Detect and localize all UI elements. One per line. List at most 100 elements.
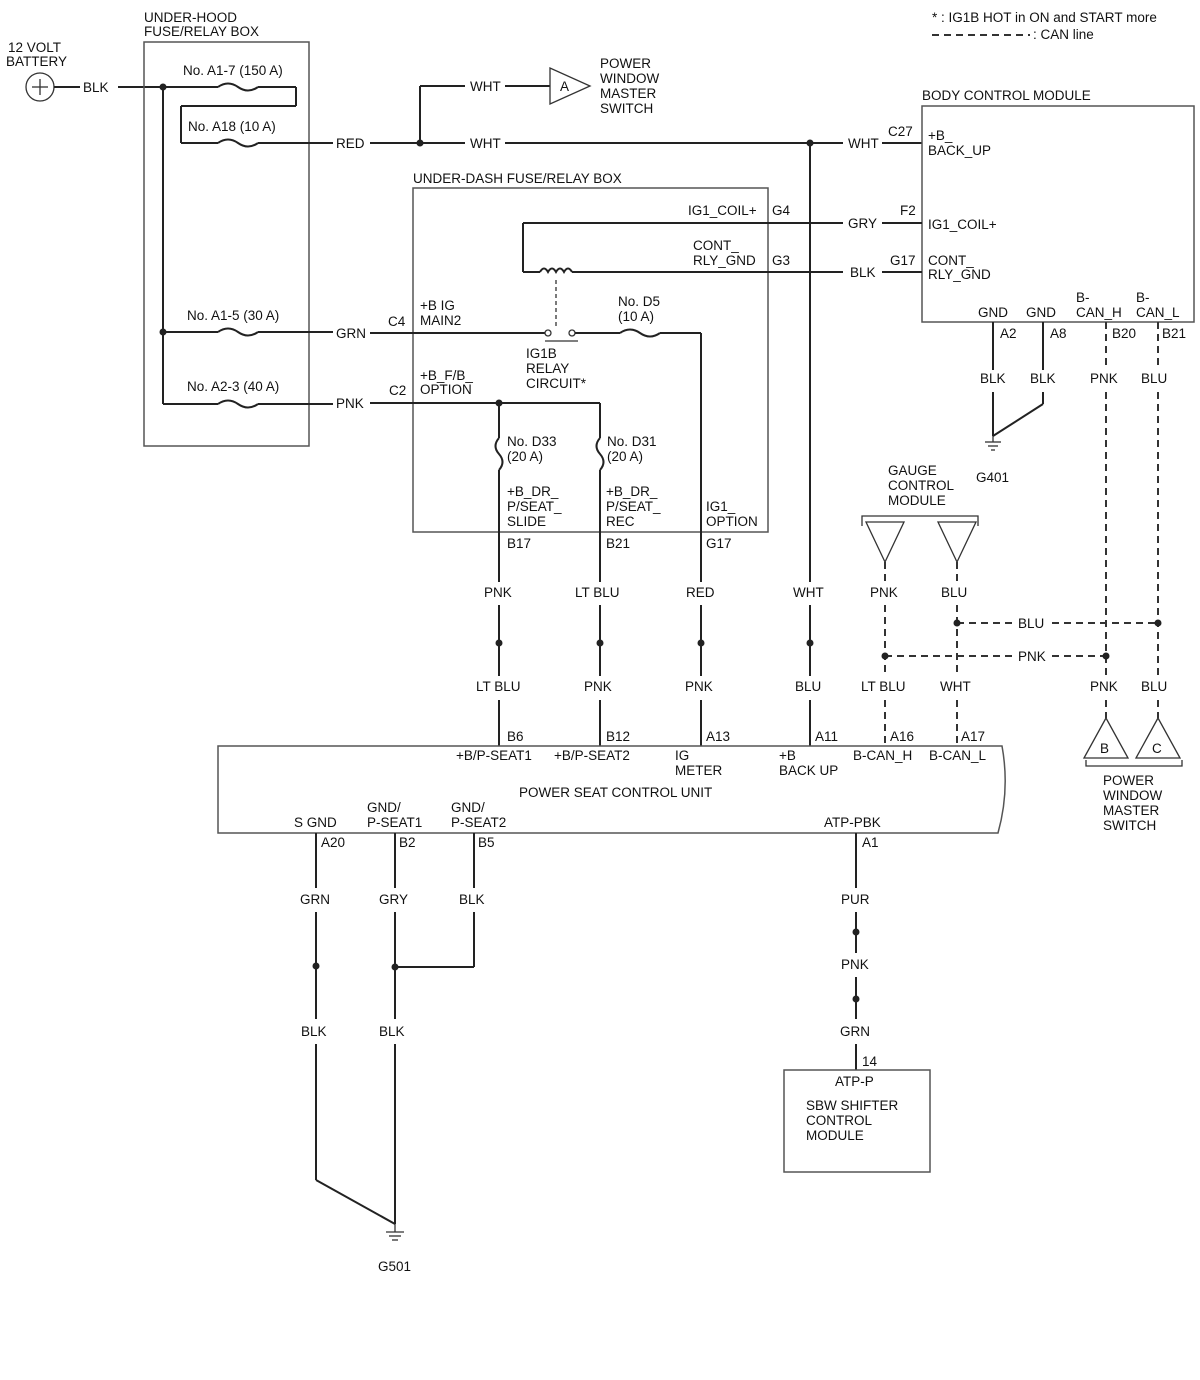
ground-g501-label: G501 bbox=[378, 1259, 411, 1274]
underhood-internal-wiring bbox=[159, 83, 333, 405]
gauge-bracket bbox=[861, 515, 979, 526]
pwms-right-label-1: POWER bbox=[1103, 773, 1154, 788]
fuse-a1-7-symbol bbox=[217, 82, 259, 92]
pscu-pin-b12: B12 bbox=[606, 729, 630, 744]
ground-g401-symbol bbox=[985, 436, 1001, 451]
pwms-connector-b bbox=[1082, 716, 1130, 759]
sbw-pin-14: 14 bbox=[862, 1054, 878, 1069]
pwms-right-label-4: SWITCH bbox=[1103, 818, 1156, 833]
underdash-pin-c2: C2 bbox=[389, 383, 406, 398]
wire-label-ltblu-3: LT BLU bbox=[861, 679, 906, 694]
sbw-label-1: SBW SHIFTER bbox=[806, 1098, 899, 1113]
can-mid-segments bbox=[881, 605, 1162, 676]
wire-label-blk-1: BLK bbox=[301, 1024, 327, 1039]
pwms-connector-a bbox=[549, 66, 592, 106]
mid-wire-segments bbox=[495, 605, 814, 676]
bcm-bcan-h-2: CAN_H bbox=[1076, 305, 1122, 320]
wire-label-blu-can: BLU bbox=[1018, 616, 1044, 631]
wire-label-grn-atp: GRN bbox=[840, 1024, 870, 1039]
splice-b2-b5 bbox=[391, 963, 399, 971]
underhood-title-2: FUSE/RELAY BOX bbox=[144, 24, 259, 39]
fuse-d31-label-2: (20 A) bbox=[607, 449, 643, 464]
pscu-term-sgnd: S GND bbox=[294, 815, 337, 830]
relay-coil-symbol bbox=[539, 267, 573, 275]
wire-label-pnk-can: PNK bbox=[1018, 649, 1046, 664]
ground-g501-symbol bbox=[386, 1224, 404, 1241]
pscu-pin-a17: A17 bbox=[961, 729, 985, 744]
underdash-cont-1: CONT_ bbox=[693, 238, 739, 253]
bcm-pin-f2: F2 bbox=[900, 203, 916, 218]
fuse-d5-symbol bbox=[619, 328, 661, 338]
wire-label-blu-2: BLU bbox=[795, 679, 821, 694]
wire-label-blk-a8: BLK bbox=[1030, 371, 1056, 386]
pwms-right-label-3: MASTER bbox=[1103, 803, 1160, 818]
bcm-pin-b21: B21 bbox=[1162, 326, 1186, 341]
underdash-pin-c4: C4 bbox=[388, 314, 406, 329]
pwms-right-bracket bbox=[1085, 760, 1183, 767]
wire-label-wht-pwms: WHT bbox=[470, 79, 501, 94]
wire-label-blk-2: BLK bbox=[379, 1024, 405, 1039]
fuse-a2-3-label: No. A2-3 (40 A) bbox=[187, 379, 279, 394]
wire-label-blk-bcm: BLK bbox=[850, 265, 876, 280]
wire-label-wht-2: WHT bbox=[940, 679, 971, 694]
underdash-pin-g17: G17 bbox=[706, 536, 732, 551]
sbw-term-atp-p: ATP-P bbox=[835, 1074, 874, 1089]
pscu-term-gnd2-2: P-SEAT2 bbox=[451, 815, 506, 830]
wire-label-pnk-1: PNK bbox=[484, 585, 512, 600]
battery-label-1: 12 VOLT bbox=[8, 40, 61, 55]
fuse-d5-label-1: No. D5 bbox=[618, 294, 660, 309]
wire-label-pnk-b20: PNK bbox=[1090, 371, 1118, 386]
pwms-connector-c-label: C bbox=[1152, 741, 1162, 756]
underdash-rec-3: REC bbox=[606, 514, 635, 529]
underdash-bigmain-2: MAIN2 bbox=[420, 313, 461, 328]
fuse-d31-symbol bbox=[595, 437, 605, 471]
wire-label-red-a18: RED bbox=[336, 136, 365, 151]
pscu-term-canh: B-CAN_H bbox=[853, 748, 912, 763]
pwms-top-label-3: MASTER bbox=[600, 86, 657, 101]
wire-label-pur: PUR bbox=[841, 892, 870, 907]
wire-label-blu-b21: BLU bbox=[1141, 371, 1167, 386]
wire-label-wht-bcm: WHT bbox=[848, 136, 879, 151]
underdash-pin-g3: G3 bbox=[772, 253, 790, 268]
sbw-label-2: CONTROL bbox=[806, 1113, 872, 1128]
wire-label-wht-mid: WHT bbox=[470, 136, 501, 151]
fuse-d33-symbol bbox=[494, 437, 504, 471]
legend-note: * : IG1B HOT in ON and START more bbox=[932, 10, 1157, 25]
pscu-title: POWER SEAT CONTROL UNIT bbox=[519, 785, 712, 800]
bcm-term-backup-2: BACK_UP bbox=[928, 143, 991, 158]
pwms-right-label-2: WINDOW bbox=[1103, 788, 1162, 803]
underdash-rec-2: P/SEAT_ bbox=[606, 499, 661, 514]
pscu-term-pseat1: +B/P-SEAT1 bbox=[456, 748, 532, 763]
wire-label-pnk-2: PNK bbox=[584, 679, 612, 694]
wire-label-red-1: RED bbox=[686, 585, 715, 600]
wire-label-blu-gauge: BLU bbox=[941, 585, 967, 600]
bcm-term-cont-2: RLY_GND bbox=[928, 267, 991, 282]
pwms-connector-b-label: B bbox=[1100, 741, 1109, 756]
relay-label-3: CIRCUIT* bbox=[526, 376, 587, 391]
pscu-term-igm-2: METER bbox=[675, 763, 723, 778]
underdash-slide-3: SLIDE bbox=[507, 514, 546, 529]
legend-can-line-label: : CAN line bbox=[1033, 27, 1094, 42]
pscu-term-atp: ATP-PBK bbox=[824, 815, 881, 830]
sbw-label-3: MODULE bbox=[806, 1128, 864, 1143]
bcm-title: BODY CONTROL MODULE bbox=[922, 88, 1091, 103]
pscu-term-igm-1: IG bbox=[675, 748, 689, 763]
wire-label-blk-battery: BLK bbox=[83, 80, 109, 95]
wire-label-ltblu-1: LT BLU bbox=[575, 585, 620, 600]
pwms-connector-a-label: A bbox=[560, 79, 569, 94]
wire-label-pnk-right: PNK bbox=[1090, 679, 1118, 694]
fuse-d33-label-1: No. D33 bbox=[507, 434, 557, 449]
pscu-term-bu-1: +B bbox=[779, 748, 796, 763]
pscu-pin-a13: A13 bbox=[706, 729, 730, 744]
relay-label-1: IG1B bbox=[526, 346, 557, 361]
bcm-pin-g17: G17 bbox=[890, 253, 916, 268]
fuse-a18-label: No. A18 (10 A) bbox=[188, 119, 276, 134]
fuse-a1-7-label: No. A1-7 (150 A) bbox=[183, 63, 283, 78]
pscu-pin-a20: A20 bbox=[321, 835, 345, 850]
bcm-gnd-2: GND bbox=[1026, 305, 1056, 320]
underdash-rec-1: +B_DR_ bbox=[606, 484, 658, 499]
bcm-pin-c27: C27 bbox=[888, 124, 913, 139]
wire-label-blu-right: BLU bbox=[1141, 679, 1167, 694]
battery-symbol bbox=[25, 72, 55, 102]
bcm-term-backup-1: +B_ bbox=[928, 128, 953, 143]
